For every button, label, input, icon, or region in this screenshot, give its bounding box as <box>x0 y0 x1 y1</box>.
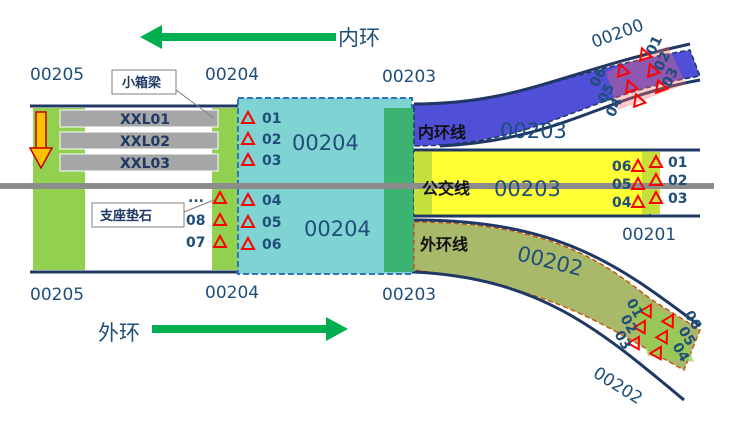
bearing-label: ... <box>188 190 204 206</box>
bearing-triangle-icon <box>648 344 663 362</box>
bearing-triangle-icon <box>212 233 228 248</box>
span-label: 00203 <box>500 119 567 143</box>
bearing-triangle-icon <box>638 46 654 63</box>
inner-ring-arrow <box>140 25 336 49</box>
bearing-label: 01 <box>643 33 666 58</box>
down-arrow <box>28 111 54 170</box>
bearing-label: 06 <box>612 159 631 175</box>
girder-xxl02 <box>59 131 219 150</box>
bearing-label: 04 <box>603 95 626 120</box>
bearing-label: 05 <box>595 81 618 106</box>
girder-xxl03 <box>59 153 219 172</box>
bearing-triangle-icon <box>240 109 256 124</box>
callout-bearing-pad-text: 支座垫石 <box>99 208 152 224</box>
bearing-label: 06 <box>587 65 610 90</box>
bearing-label: 02 <box>668 173 687 189</box>
inner-branch-bottom-edge <box>439 78 701 148</box>
bearing-triangle-icon <box>632 318 647 336</box>
bearing-triangle-icon <box>240 191 256 206</box>
inner-ring-label: 内环 <box>338 26 380 50</box>
pier-label: 00200 <box>589 15 647 52</box>
girder-xxl01 <box>59 109 219 128</box>
pier-label: 00203 <box>382 67 436 87</box>
bearing-triangle-icon <box>648 189 664 204</box>
bearing-label: 01 <box>668 155 687 171</box>
bearing-triangle-icon <box>240 130 256 145</box>
callout-leader <box>175 89 215 119</box>
bearing-label: 05 <box>612 177 631 193</box>
bearing-triangle-icon <box>630 193 646 208</box>
bearing-label: 03 <box>659 65 682 90</box>
bearing-triangle-icon <box>630 157 646 172</box>
pier-label: 00202 <box>589 363 645 409</box>
bearing-triangle-icon <box>654 78 670 95</box>
bearing-triangle-icon <box>632 92 648 109</box>
bearing-triangle-icon <box>212 211 228 226</box>
outer-branch-top-edge <box>413 218 701 328</box>
outer-branch-bottom-edge <box>413 270 685 402</box>
bearing-triangle-icon <box>648 153 664 168</box>
bearing-triangle-icon <box>240 213 256 228</box>
inner-branch-top-edge <box>413 42 691 106</box>
lane-label-bus: 公交线 <box>422 179 470 198</box>
bearing-triangle-icon <box>638 302 653 320</box>
pier-label: 00204 <box>205 65 259 85</box>
pier-label: 00201 <box>622 225 676 245</box>
bearing-label: 03 <box>262 153 281 169</box>
callout-leader <box>183 199 215 213</box>
bearing-label: 07 <box>186 235 205 251</box>
bearing-label: 03 <box>668 191 687 207</box>
outer-ring-arrow <box>152 317 348 341</box>
callout-bearing-pad <box>91 202 185 228</box>
bearing-triangle-icon <box>240 235 256 250</box>
pier-label: 00205 <box>30 285 84 305</box>
bearing-triangle-icon <box>624 78 640 95</box>
bearing-triangle-icon <box>626 334 641 352</box>
span-label: 00204 <box>292 131 359 155</box>
outer-branch-deck <box>413 221 701 372</box>
pier-label: 00203 <box>382 285 436 305</box>
bearing-triangle-icon <box>654 328 669 346</box>
bearing-label: 02 <box>262 132 281 148</box>
girder-label: XXL01 <box>120 112 170 128</box>
pier-00203 <box>384 108 414 272</box>
bearing-label: 01 <box>262 111 281 127</box>
bearing-label: 02 <box>651 49 674 74</box>
bearing-label: 04 <box>262 193 282 209</box>
callout-box-girder-text: 小箱梁 <box>122 75 162 91</box>
bearing-label: 06 <box>262 237 281 253</box>
girder-label: XXL03 <box>120 156 170 172</box>
inner-bearing-zone <box>606 46 686 110</box>
pier-label: 00205 <box>30 65 84 85</box>
lane-label-outer: 外环线 <box>419 235 468 254</box>
bearing-triangle-icon <box>616 62 632 79</box>
girder-label: XXL02 <box>120 134 170 150</box>
bearing-triangle-icon <box>648 171 664 186</box>
callout-box-girder <box>111 69 177 95</box>
outer-ring-label: 外环 <box>98 321 140 345</box>
pier-label: 00204 <box>205 283 259 303</box>
span-label: 00203 <box>494 177 561 201</box>
bearing-triangle-icon <box>240 151 256 166</box>
bearing-triangle-icon <box>660 312 675 330</box>
bearing-label: 05 <box>262 215 281 231</box>
span-label: 00204 <box>304 217 371 241</box>
bearing-label: 08 <box>186 213 205 229</box>
bearing-triangle-icon <box>646 62 662 79</box>
bearing-triangle-icon <box>630 175 646 190</box>
bearing-triangle-icon <box>212 189 228 204</box>
lane-label-inner: 内环线 <box>418 123 466 142</box>
bearing-label: 04 <box>612 195 632 211</box>
